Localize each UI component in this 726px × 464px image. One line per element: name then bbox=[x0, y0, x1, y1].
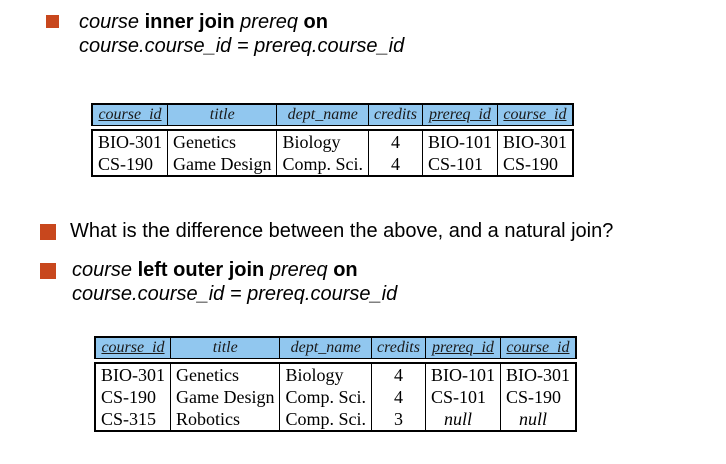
table-cell: Biology bbox=[276, 129, 369, 153]
table-cell: Comp. Sci. bbox=[279, 386, 372, 408]
right-relation: prereq bbox=[269, 259, 328, 281]
on-keyword: on bbox=[303, 11, 328, 33]
table-cell: BIO-301 bbox=[91, 129, 168, 153]
table-cell: Genetics bbox=[169, 362, 280, 386]
column-header: prereq_id bbox=[421, 103, 498, 126]
bullet-left-outer-join: course left outer join prereq on course.… bbox=[40, 258, 397, 306]
column-header: course_id bbox=[496, 103, 574, 126]
table-cell: null bbox=[499, 408, 577, 432]
right-relation: prereq bbox=[240, 11, 298, 33]
table-cell: Comp. Sci. bbox=[276, 153, 369, 177]
table-cell: BIO-101 bbox=[424, 362, 501, 386]
table-cell: Biology bbox=[279, 362, 372, 386]
column-header: credits bbox=[371, 336, 426, 359]
table-cell: Robotics bbox=[169, 408, 280, 432]
table-cell: Game Design bbox=[169, 386, 280, 408]
column-header: course_id bbox=[94, 336, 171, 359]
on-keyword: on bbox=[333, 259, 358, 281]
column-header: dept_name bbox=[276, 103, 369, 126]
table-cell: BIO-301 bbox=[496, 129, 574, 153]
left-relation: course bbox=[72, 259, 133, 281]
table-cell: CS-190 bbox=[94, 386, 171, 408]
table-cell: Genetics bbox=[166, 129, 277, 153]
table-cell: Comp. Sci. bbox=[279, 408, 372, 432]
left-relation: course bbox=[79, 11, 140, 33]
bullet-inner-join: course inner join prereq on course.cours… bbox=[46, 10, 404, 58]
bullet-square-icon bbox=[40, 224, 56, 240]
table-cell: Game Design bbox=[166, 153, 277, 177]
table-cell: CS-190 bbox=[499, 386, 577, 408]
bullet-square-icon bbox=[40, 263, 56, 279]
bullet-square-icon bbox=[46, 15, 59, 28]
join-condition: course.course_id = prereq.course_id bbox=[72, 283, 398, 305]
column-header: course_id bbox=[499, 336, 577, 359]
table-cell: null bbox=[424, 408, 501, 432]
column-header: credits bbox=[368, 103, 423, 126]
table-cell: 4 bbox=[371, 362, 426, 386]
table-cell: CS-101 bbox=[421, 153, 498, 177]
join-operator: inner join bbox=[144, 11, 235, 33]
table-cell: BIO-301 bbox=[94, 362, 171, 386]
table-cell: CS-315 bbox=[94, 408, 171, 432]
table-cell: BIO-101 bbox=[421, 129, 498, 153]
column-header: title bbox=[166, 103, 277, 126]
join-condition: course.course_id = prereq.course_id bbox=[79, 35, 405, 57]
column-header: course_id bbox=[91, 103, 168, 126]
column-header: dept_name bbox=[279, 336, 372, 359]
table-cell: CS-190 bbox=[496, 153, 574, 177]
column-header: prereq_id bbox=[424, 336, 501, 359]
table-cell: BIO-301 bbox=[499, 362, 577, 386]
question-text: What is the difference between the above… bbox=[70, 220, 614, 242]
table-cell: 4 bbox=[371, 386, 426, 408]
join-operator: left outer join bbox=[137, 259, 265, 281]
table-cell: 4 bbox=[368, 129, 423, 153]
table-cell: CS-101 bbox=[424, 386, 501, 408]
table-cell: 4 bbox=[368, 153, 423, 177]
bullet-question: What is the difference between the above… bbox=[40, 219, 613, 243]
column-header: title bbox=[169, 336, 280, 359]
table-cell: CS-190 bbox=[91, 153, 168, 177]
table-cell: 3 bbox=[371, 408, 426, 432]
